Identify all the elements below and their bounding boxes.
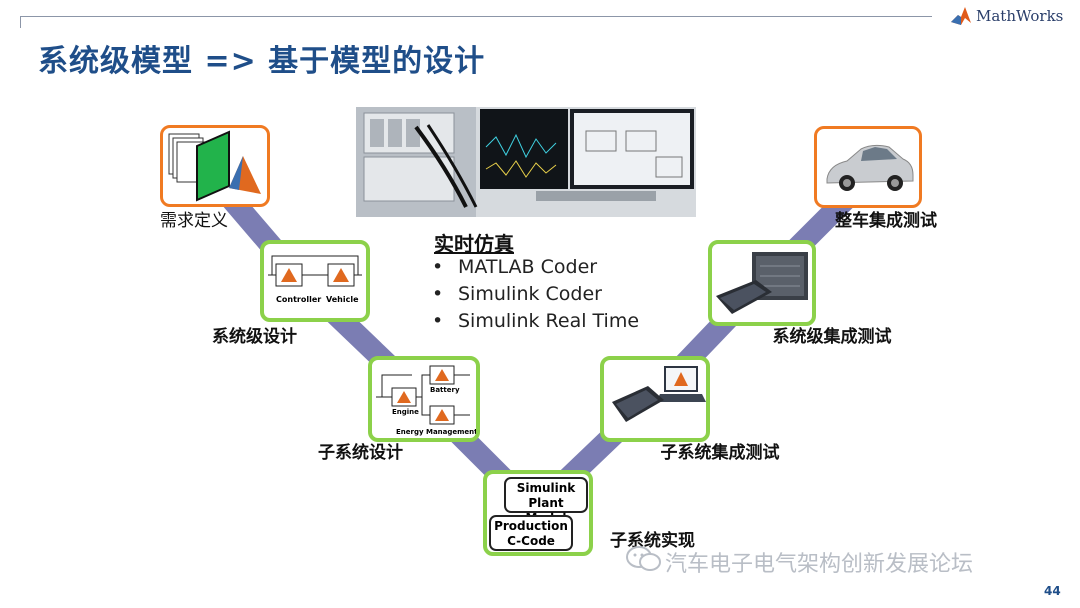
controller-block-label: Controller bbox=[276, 295, 321, 304]
lab-equipment-image bbox=[356, 107, 696, 217]
production-c-code-tag: Production C-Code bbox=[489, 515, 573, 551]
membrane-icon bbox=[951, 7, 971, 25]
stage-label-subsystem-integration-test: 子系统集成测试 bbox=[660, 443, 780, 463]
mathworks-logo: MathWorks bbox=[950, 6, 1063, 26]
brand-name: MathWorks bbox=[976, 7, 1064, 25]
energy-management-block-label: Energy Management bbox=[396, 428, 476, 436]
header-rule-tick bbox=[20, 16, 21, 28]
subsystem-design-box: Battery Engine Energy Management bbox=[368, 356, 480, 442]
hil-rack-image bbox=[716, 252, 808, 314]
realtime-simulation-title: 实时仿真 bbox=[434, 232, 514, 256]
car-image bbox=[826, 144, 914, 191]
battery-block-label: Battery bbox=[430, 386, 460, 394]
engine-block-label: Engine bbox=[392, 408, 419, 416]
stage-label-system-integration-test: 系统级集成测试 bbox=[772, 327, 892, 347]
wechat-icon bbox=[626, 546, 661, 571]
simulink-plant-model-tag: Simulink Plant Model bbox=[504, 477, 588, 525]
realtime-lab-photo bbox=[356, 107, 696, 217]
page-number: 44 bbox=[1044, 584, 1061, 598]
watermark-text: 汽车电子电气架构创新发展论坛 bbox=[665, 552, 974, 577]
vehicle-block-label: Vehicle bbox=[326, 295, 359, 304]
slide-title: 系统级模型 => 基于模型的设计 bbox=[38, 44, 486, 79]
system-integration-box bbox=[708, 240, 816, 326]
stage-label-requirements: 需求定义 bbox=[160, 211, 228, 231]
realtime-tool-item: Simulink Coder bbox=[432, 281, 639, 308]
requirements-box bbox=[160, 125, 270, 207]
system-model-diagram: Controller Vehicle bbox=[268, 255, 362, 304]
realtime-tool-item: MATLAB Coder bbox=[432, 254, 639, 281]
stage-label-subsystem-impl: 子系统实现 bbox=[610, 531, 695, 551]
hil-laptop-image bbox=[612, 366, 706, 422]
requirements-doc-icon bbox=[168, 130, 261, 202]
subsystem-integration-box bbox=[600, 356, 710, 442]
stage-label-subsystem-design: 子系统设计 bbox=[318, 443, 403, 463]
vehicle-box bbox=[814, 126, 922, 208]
stage-label-vehicle-integration-test: 整车集成测试 bbox=[835, 211, 937, 231]
system-design-box: Controller Vehicle bbox=[260, 240, 370, 322]
header-rule bbox=[20, 16, 932, 17]
subsystem-model-diagram: Battery Engine Energy Management bbox=[376, 365, 478, 436]
stage-label-system-design: 系统级设计 bbox=[212, 327, 297, 347]
realtime-tool-list: MATLAB Coder Simulink Coder Simulink Rea… bbox=[432, 254, 639, 335]
realtime-tool-item: Simulink Real Time bbox=[432, 308, 639, 335]
